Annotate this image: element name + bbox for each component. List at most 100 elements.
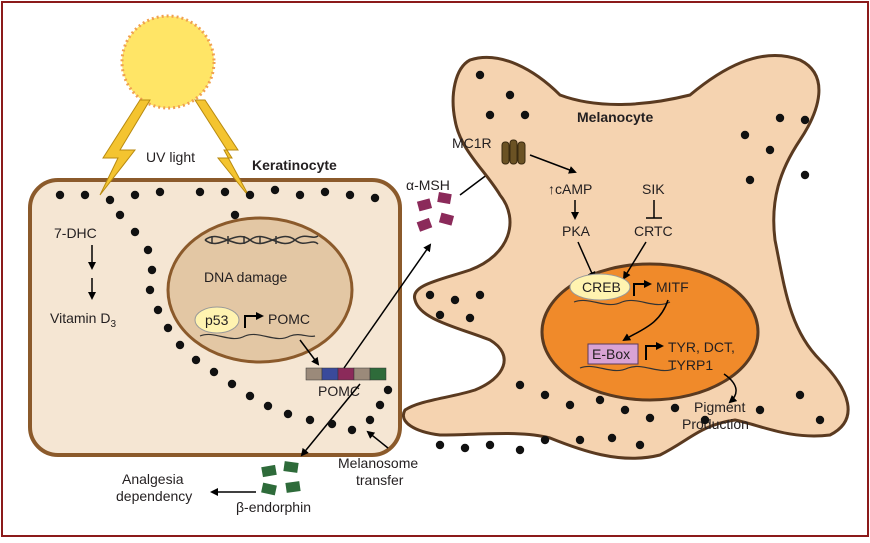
melanosome-dot xyxy=(800,170,810,180)
p53-badge xyxy=(194,306,240,334)
melanosome-dot xyxy=(283,409,293,419)
pigment-line1-label: Pigment xyxy=(694,399,745,415)
target-dna-strand xyxy=(579,365,677,372)
uv-light-label: UV light xyxy=(146,149,195,165)
melanosome-dot xyxy=(607,433,617,443)
melanosome-dot xyxy=(347,425,357,435)
melanosome-dot xyxy=(815,415,825,425)
melanosome-dot xyxy=(80,190,90,200)
seven-dhc-label: 7-DHC xyxy=(54,225,97,241)
melanosome-dot xyxy=(515,445,525,455)
melanosome-dot xyxy=(270,185,280,195)
melanosome-dot xyxy=(745,175,755,185)
vitamin-d3-label: Vitamin D3 xyxy=(50,310,116,330)
melanosome-dot xyxy=(115,210,125,220)
creb-badge xyxy=(569,273,631,301)
melanosome-dot xyxy=(465,313,475,323)
pigment-line2-label: Production xyxy=(682,416,749,432)
melanosome-dot xyxy=(475,70,485,80)
analgesia-line1-label: Analgesia xyxy=(122,471,184,487)
melanosome-dot xyxy=(795,390,805,400)
melanosome-line2-label: transfer xyxy=(356,472,404,488)
melanocyte-label: Melanocyte xyxy=(577,109,653,125)
arrow-melanosome-transfer xyxy=(366,430,389,449)
dna-helix-icon xyxy=(204,235,319,245)
melanosome-dot xyxy=(55,190,65,200)
melanosome-dot xyxy=(505,90,515,100)
uv-ray-left-icon xyxy=(99,99,151,196)
crtc-label: CRTC xyxy=(634,223,673,239)
melanosome-dot xyxy=(515,380,525,390)
melanosome-dot xyxy=(163,323,173,333)
uv-ray-right-icon xyxy=(194,99,251,199)
pka-label: PKA xyxy=(562,223,591,239)
melanosome-dot xyxy=(365,415,375,425)
melanosome-dot xyxy=(153,305,163,315)
alpha-msh-label: α-MSH xyxy=(406,177,450,193)
melanosome-dot xyxy=(375,400,385,410)
melanosome-line1-label: Melanosome xyxy=(338,455,418,471)
arrow-gene-to-pomc xyxy=(299,339,320,366)
melanosome-dot xyxy=(145,285,155,295)
beta-endorphin-peptides-icon xyxy=(261,461,301,496)
melanosome-dot xyxy=(295,190,305,200)
melanosome-dot xyxy=(195,187,205,197)
pomc-peptide-label: POMC xyxy=(318,383,360,399)
mitf-dna-strand xyxy=(573,299,671,306)
melanosome-dot xyxy=(595,395,605,405)
arrow-mitf-to-ebox xyxy=(622,299,669,342)
arrow-pomc-to-endorphin xyxy=(300,383,361,457)
melanosome-dot xyxy=(700,415,710,425)
gene-dna-strand xyxy=(199,333,316,340)
melanosome-dot xyxy=(520,110,530,120)
melanosome-dot xyxy=(775,113,785,123)
mc1r-label: MC1R xyxy=(452,135,492,151)
melanosome-dot xyxy=(147,265,157,275)
melanosome-dot xyxy=(345,190,355,200)
melanosome-dot xyxy=(245,391,255,401)
melanosome-dot xyxy=(245,190,255,200)
melanosome-dot xyxy=(565,400,575,410)
melanosome-dot xyxy=(130,190,140,200)
p53-label: p53 xyxy=(205,312,229,328)
alpha-msh-peptides-icon xyxy=(416,192,455,232)
melanosome-dot xyxy=(435,440,445,450)
melanosome-dot xyxy=(175,340,185,350)
ebox-badge xyxy=(587,343,639,365)
arrow-crtc-to-creb xyxy=(622,241,647,280)
beta-endorphin-label: β-endorphin xyxy=(236,499,311,515)
melanosome-dot xyxy=(425,290,435,300)
sun-icon xyxy=(120,14,216,110)
melanosome-dot xyxy=(540,390,550,400)
promoter-arrow-mitf-icon xyxy=(633,280,652,296)
melanosome-dot xyxy=(755,405,765,415)
promoter-arrow-targets-icon xyxy=(645,342,664,360)
melanosome-dot xyxy=(327,419,337,429)
melanosome-dot xyxy=(540,435,550,445)
arrow-targets-to-pigment xyxy=(723,373,738,404)
melanosome-dot xyxy=(263,401,273,411)
melanosome-dot xyxy=(320,187,330,197)
melanosome-dot xyxy=(740,130,750,140)
melanosome-dot xyxy=(383,385,393,395)
melanosome-dot xyxy=(105,195,115,205)
melanosome-dot xyxy=(620,405,630,415)
melanosome-dot xyxy=(485,440,495,450)
melanosome-dot xyxy=(645,413,655,423)
melanosome-dot xyxy=(227,379,237,389)
targets-line2-label: TYRP1 xyxy=(668,357,713,373)
ebox-label: E-Box xyxy=(592,346,630,362)
arrow-pomc-to-msh xyxy=(343,243,432,369)
melanosome-dot xyxy=(800,115,810,125)
melanosome-dot xyxy=(575,435,585,445)
arrow-mc1r-to-camp xyxy=(529,154,577,174)
melanosome-dot xyxy=(670,403,680,413)
melanosome-dot xyxy=(435,310,445,320)
camp-label: ↑cAMP xyxy=(548,181,592,197)
melanosome-dot xyxy=(370,193,380,203)
pomc-gene-label: POMC xyxy=(268,311,310,327)
dna-damage-label: DNA damage xyxy=(204,269,287,285)
melanosome-dot xyxy=(635,440,645,450)
melanosome-dot xyxy=(305,415,315,425)
